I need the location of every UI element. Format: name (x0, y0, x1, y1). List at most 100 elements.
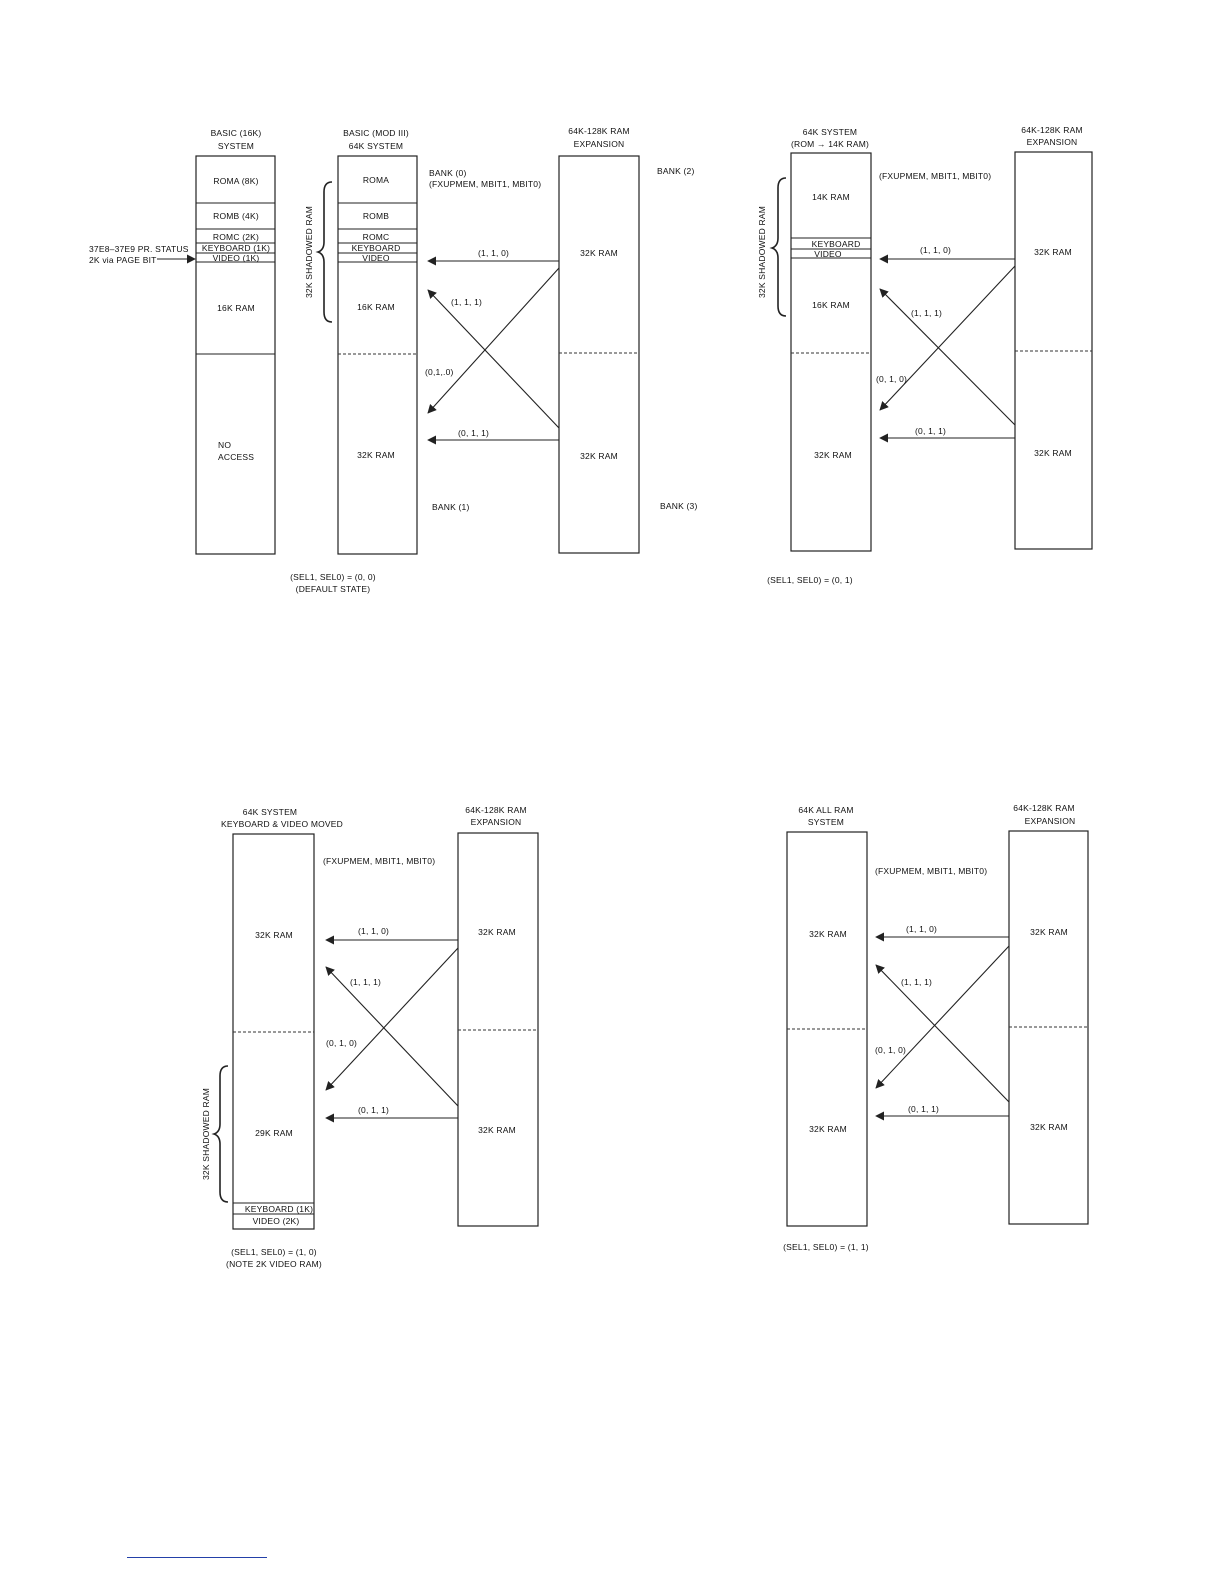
expansion-header-line1: 64K-128K RAM (1013, 803, 1074, 813)
cell-16k-ram: 16K RAM (812, 300, 850, 310)
arrow-111 (325, 966, 459, 1107)
panel-state-01: 64K SYSTEM (ROM → 14K RAM) 64K-128K RAM … (757, 125, 1093, 585)
cell-16k-ram: 16K RAM (217, 303, 255, 313)
expansion-cell-upper: 32K RAM (478, 927, 516, 937)
arrow-label-110: (1, 1, 0) (920, 245, 951, 255)
mod3-cell-keyboard: KEYBOARD (352, 243, 401, 253)
arrow-label-110: (1, 1, 0) (478, 248, 509, 258)
bank-1-label: BANK (1) (432, 502, 470, 512)
system-header-line2: KEYBOARD & VIDEO MOVED (221, 819, 343, 829)
cell-roma-8k: ROMA (8K) (213, 176, 258, 186)
bank-3-label: BANK (3) (660, 501, 698, 511)
system-header-line1: 64K SYSTEM (243, 807, 297, 817)
footer-rule (127, 1557, 267, 1558)
mod3-cell-32k-ram: 32K RAM (357, 450, 395, 460)
mod3-header-line2: 64K SYSTEM (349, 141, 403, 151)
arrow-111 (875, 964, 1010, 1103)
cell-32k-ram: 32K RAM (814, 450, 852, 460)
cell-video-2k: VIDEO (2K) (253, 1216, 300, 1226)
expansion-header-line2: EXPANSION (471, 817, 522, 827)
arrow-label-010: (0,1,.0) (425, 367, 454, 377)
caption-line2: (DEFAULT STATE) (296, 584, 371, 594)
caption-line1: (SEL1, SEL0) = (0, 0) (290, 572, 376, 582)
basic16k-header-line1: BASIC (16K) (211, 128, 262, 138)
cell-keyboard-1k: KEYBOARD (1K) (245, 1204, 313, 1214)
arrow-010 (427, 267, 560, 414)
cell-29k-ram: 29K RAM (255, 1128, 293, 1138)
arrow-label-111: (1, 1, 1) (911, 308, 942, 318)
caption-line1: (SEL1, SEL0) = (1, 0) (231, 1247, 317, 1257)
mod3-cell-romc: ROMC (363, 232, 390, 242)
cell-keyboard: KEYBOARD (812, 239, 861, 249)
expansion-header-line2: EXPANSION (1025, 816, 1076, 826)
expansion-cell-upper: 32K RAM (1034, 247, 1072, 257)
cell-keyboard-1k: KEYBOARD (1K) (202, 243, 270, 253)
system-header-line1: 64K ALL RAM (798, 805, 853, 815)
expansion-cell-upper: 32K RAM (1030, 927, 1068, 937)
shadow-label: 32K SHADOWED RAM (757, 206, 767, 298)
panel-state-10: 64K SYSTEM KEYBOARD & VIDEO MOVED 64K-12… (201, 805, 539, 1269)
cell-32k-ram: 32K RAM (255, 930, 293, 940)
shadow-brace (211, 1065, 229, 1203)
shadow-brace (769, 177, 787, 317)
mod3-cell-romb: ROMB (363, 211, 389, 221)
arrow-111 (879, 288, 1016, 426)
cell-no-access-line2: ACCESS (218, 452, 254, 462)
arrow-label-011: (0, 1, 1) (908, 1104, 939, 1114)
arrow-label-011: (0, 1, 1) (915, 426, 946, 436)
arrow-010 (325, 947, 459, 1091)
expansion-header-line2: EXPANSION (574, 139, 625, 149)
arrow-label-111: (1, 1, 1) (901, 977, 932, 987)
cell-32k-ram-lower: 32K RAM (809, 1124, 847, 1134)
cell-no-access-line1: NO (218, 440, 231, 450)
panel-state-00: BASIC (16K) SYSTEM BASIC (MOD III) 64K S… (89, 126, 698, 594)
mod3-cell-16k-ram: 16K RAM (357, 302, 395, 312)
mod3-cell-roma: ROMA (363, 175, 389, 185)
basic16k-column (195, 155, 276, 555)
shadow-label: 32K SHADOWED RAM (304, 206, 314, 298)
system-header-line1: 64K SYSTEM (803, 127, 857, 137)
mod3-column (337, 155, 418, 555)
arrow-010 (875, 945, 1010, 1089)
system-header-line2: (ROM → 14K RAM) (791, 139, 869, 149)
expansion-cell-lower: 32K RAM (1034, 448, 1072, 458)
expansion-column (558, 155, 640, 554)
arrow-label-010: (0, 1, 0) (876, 374, 907, 384)
shadow-label: 32K SHADOWED RAM (201, 1088, 211, 1180)
expansion-header-line1: 64K-128K RAM (465, 805, 526, 815)
expansion-cell-lower: 32K RAM (1030, 1122, 1068, 1132)
expansion-cell-lower: 32K RAM (478, 1125, 516, 1135)
shadow-brace (315, 181, 333, 323)
signal-label: (FXUPMEM, MBIT1, MBIT0) (323, 856, 435, 866)
side-label-pr-status: 37E8–37E9 PR. STATUS (89, 244, 189, 254)
caption-line2: (NOTE 2K VIDEO RAM) (226, 1259, 322, 1269)
cell-video: VIDEO (814, 249, 842, 259)
arrow-label-011: (0, 1, 1) (358, 1105, 389, 1115)
bank-2-label: BANK (2) (657, 166, 695, 176)
basic16k-header-line2: SYSTEM (218, 141, 254, 151)
expansion-header-line1: 64K-128K RAM (1021, 125, 1082, 135)
mod3-header-line1: BASIC (MOD III) (343, 128, 409, 138)
cell-romb-4k: ROMB (4K) (213, 211, 259, 221)
arrow-label-110: (1, 1, 0) (906, 924, 937, 934)
expansion-cell-lower: 32K RAM (580, 451, 618, 461)
arrow-label-111: (1, 1, 1) (451, 297, 482, 307)
arrow-label-010: (0, 1, 0) (875, 1045, 906, 1055)
arrow-010 (879, 265, 1016, 411)
arrow-111 (427, 289, 560, 429)
expansion-cell-upper: 32K RAM (580, 248, 618, 258)
signal-label: (FXUPMEM, MBIT1, MBIT0) (875, 866, 987, 876)
cell-video-1k: VIDEO (1K) (213, 253, 260, 263)
arrow-label-011: (0, 1, 1) (458, 428, 489, 438)
cell-32k-ram-upper: 32K RAM (809, 929, 847, 939)
arrow-label-111: (1, 1, 1) (350, 977, 381, 987)
system-column (790, 152, 872, 552)
expansion-header-line1: 64K-128K RAM (568, 126, 629, 136)
expansion-header-line2: EXPANSION (1027, 137, 1078, 147)
arrow-label-110: (1, 1, 0) (358, 926, 389, 936)
caption-line1: (SEL1, SEL0) = (1, 1) (783, 1242, 869, 1252)
mod3-cell-video: VIDEO (362, 253, 390, 263)
bank-0-label: BANK (0) (429, 168, 467, 178)
signal-label: (FXUPMEM, MBIT1, MBIT0) (879, 171, 991, 181)
